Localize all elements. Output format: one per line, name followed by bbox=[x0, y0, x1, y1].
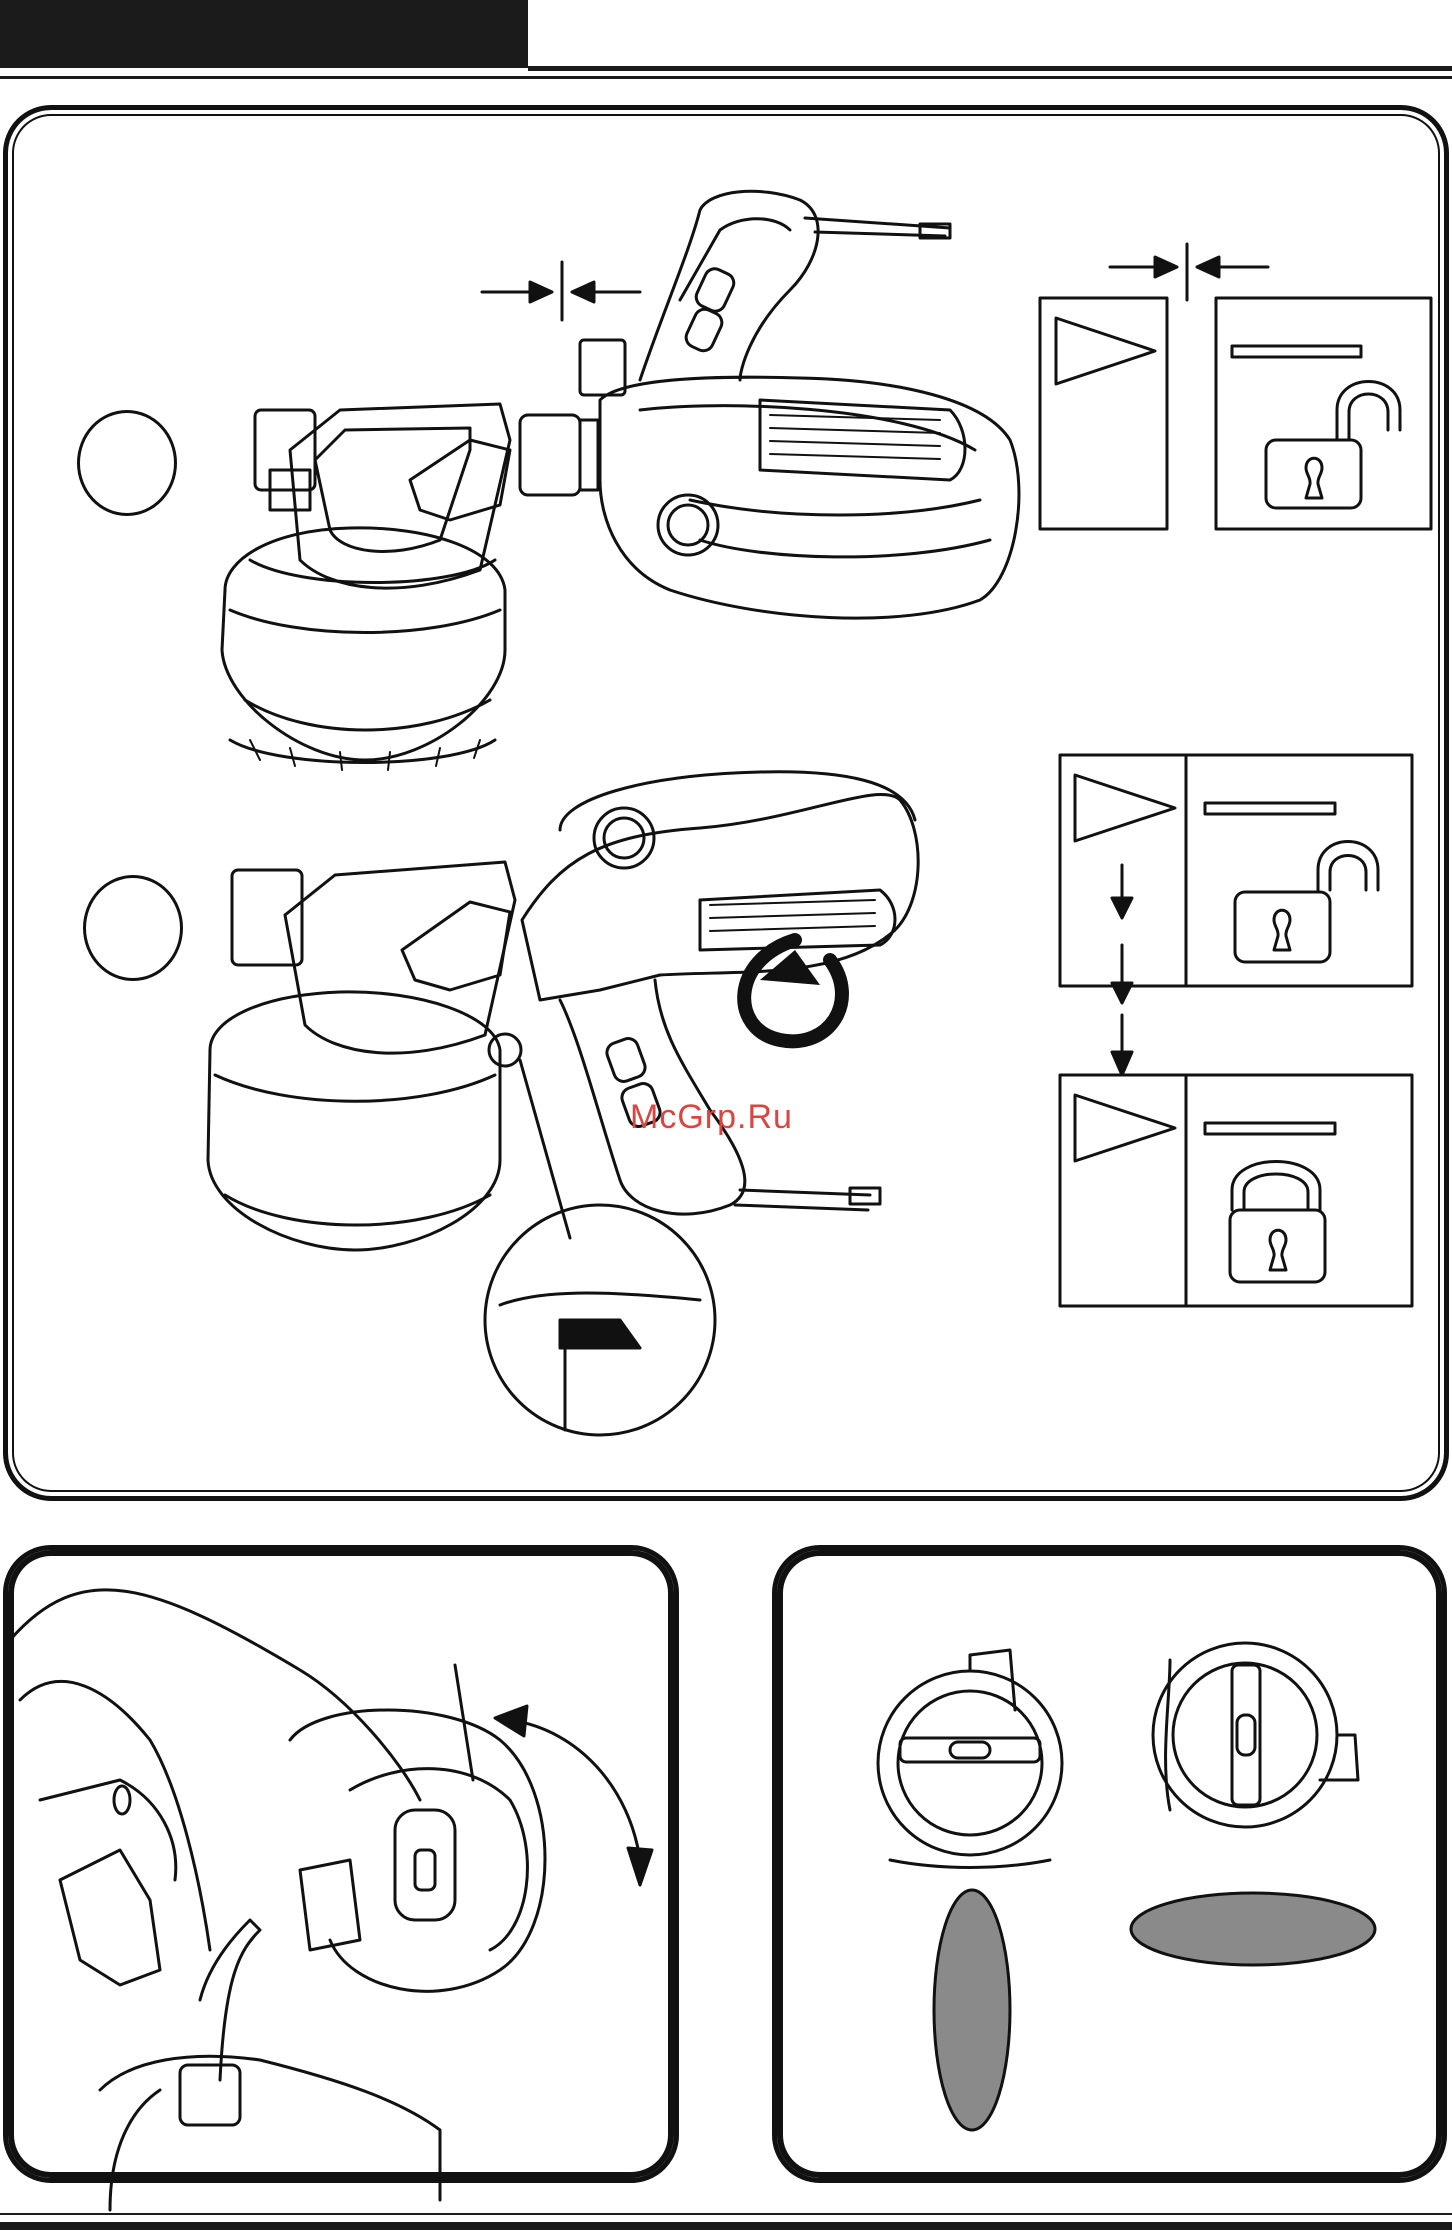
spray-pattern-panel bbox=[772, 1545, 1447, 2183]
footer-rule-thick bbox=[0, 2222, 1452, 2230]
nozzle-adjust-panel bbox=[3, 1545, 679, 2183]
header-rule bbox=[528, 66, 1452, 71]
header-rule-full bbox=[0, 76, 1452, 79]
assembly-panel bbox=[3, 105, 1449, 1501]
watermark-text: McGrp.Ru bbox=[630, 1098, 793, 1137]
footer-rule-thin bbox=[0, 2213, 1452, 2215]
step-1-marker bbox=[77, 410, 177, 516]
header-black-bar bbox=[0, 0, 528, 68]
step-2-marker bbox=[83, 875, 183, 981]
